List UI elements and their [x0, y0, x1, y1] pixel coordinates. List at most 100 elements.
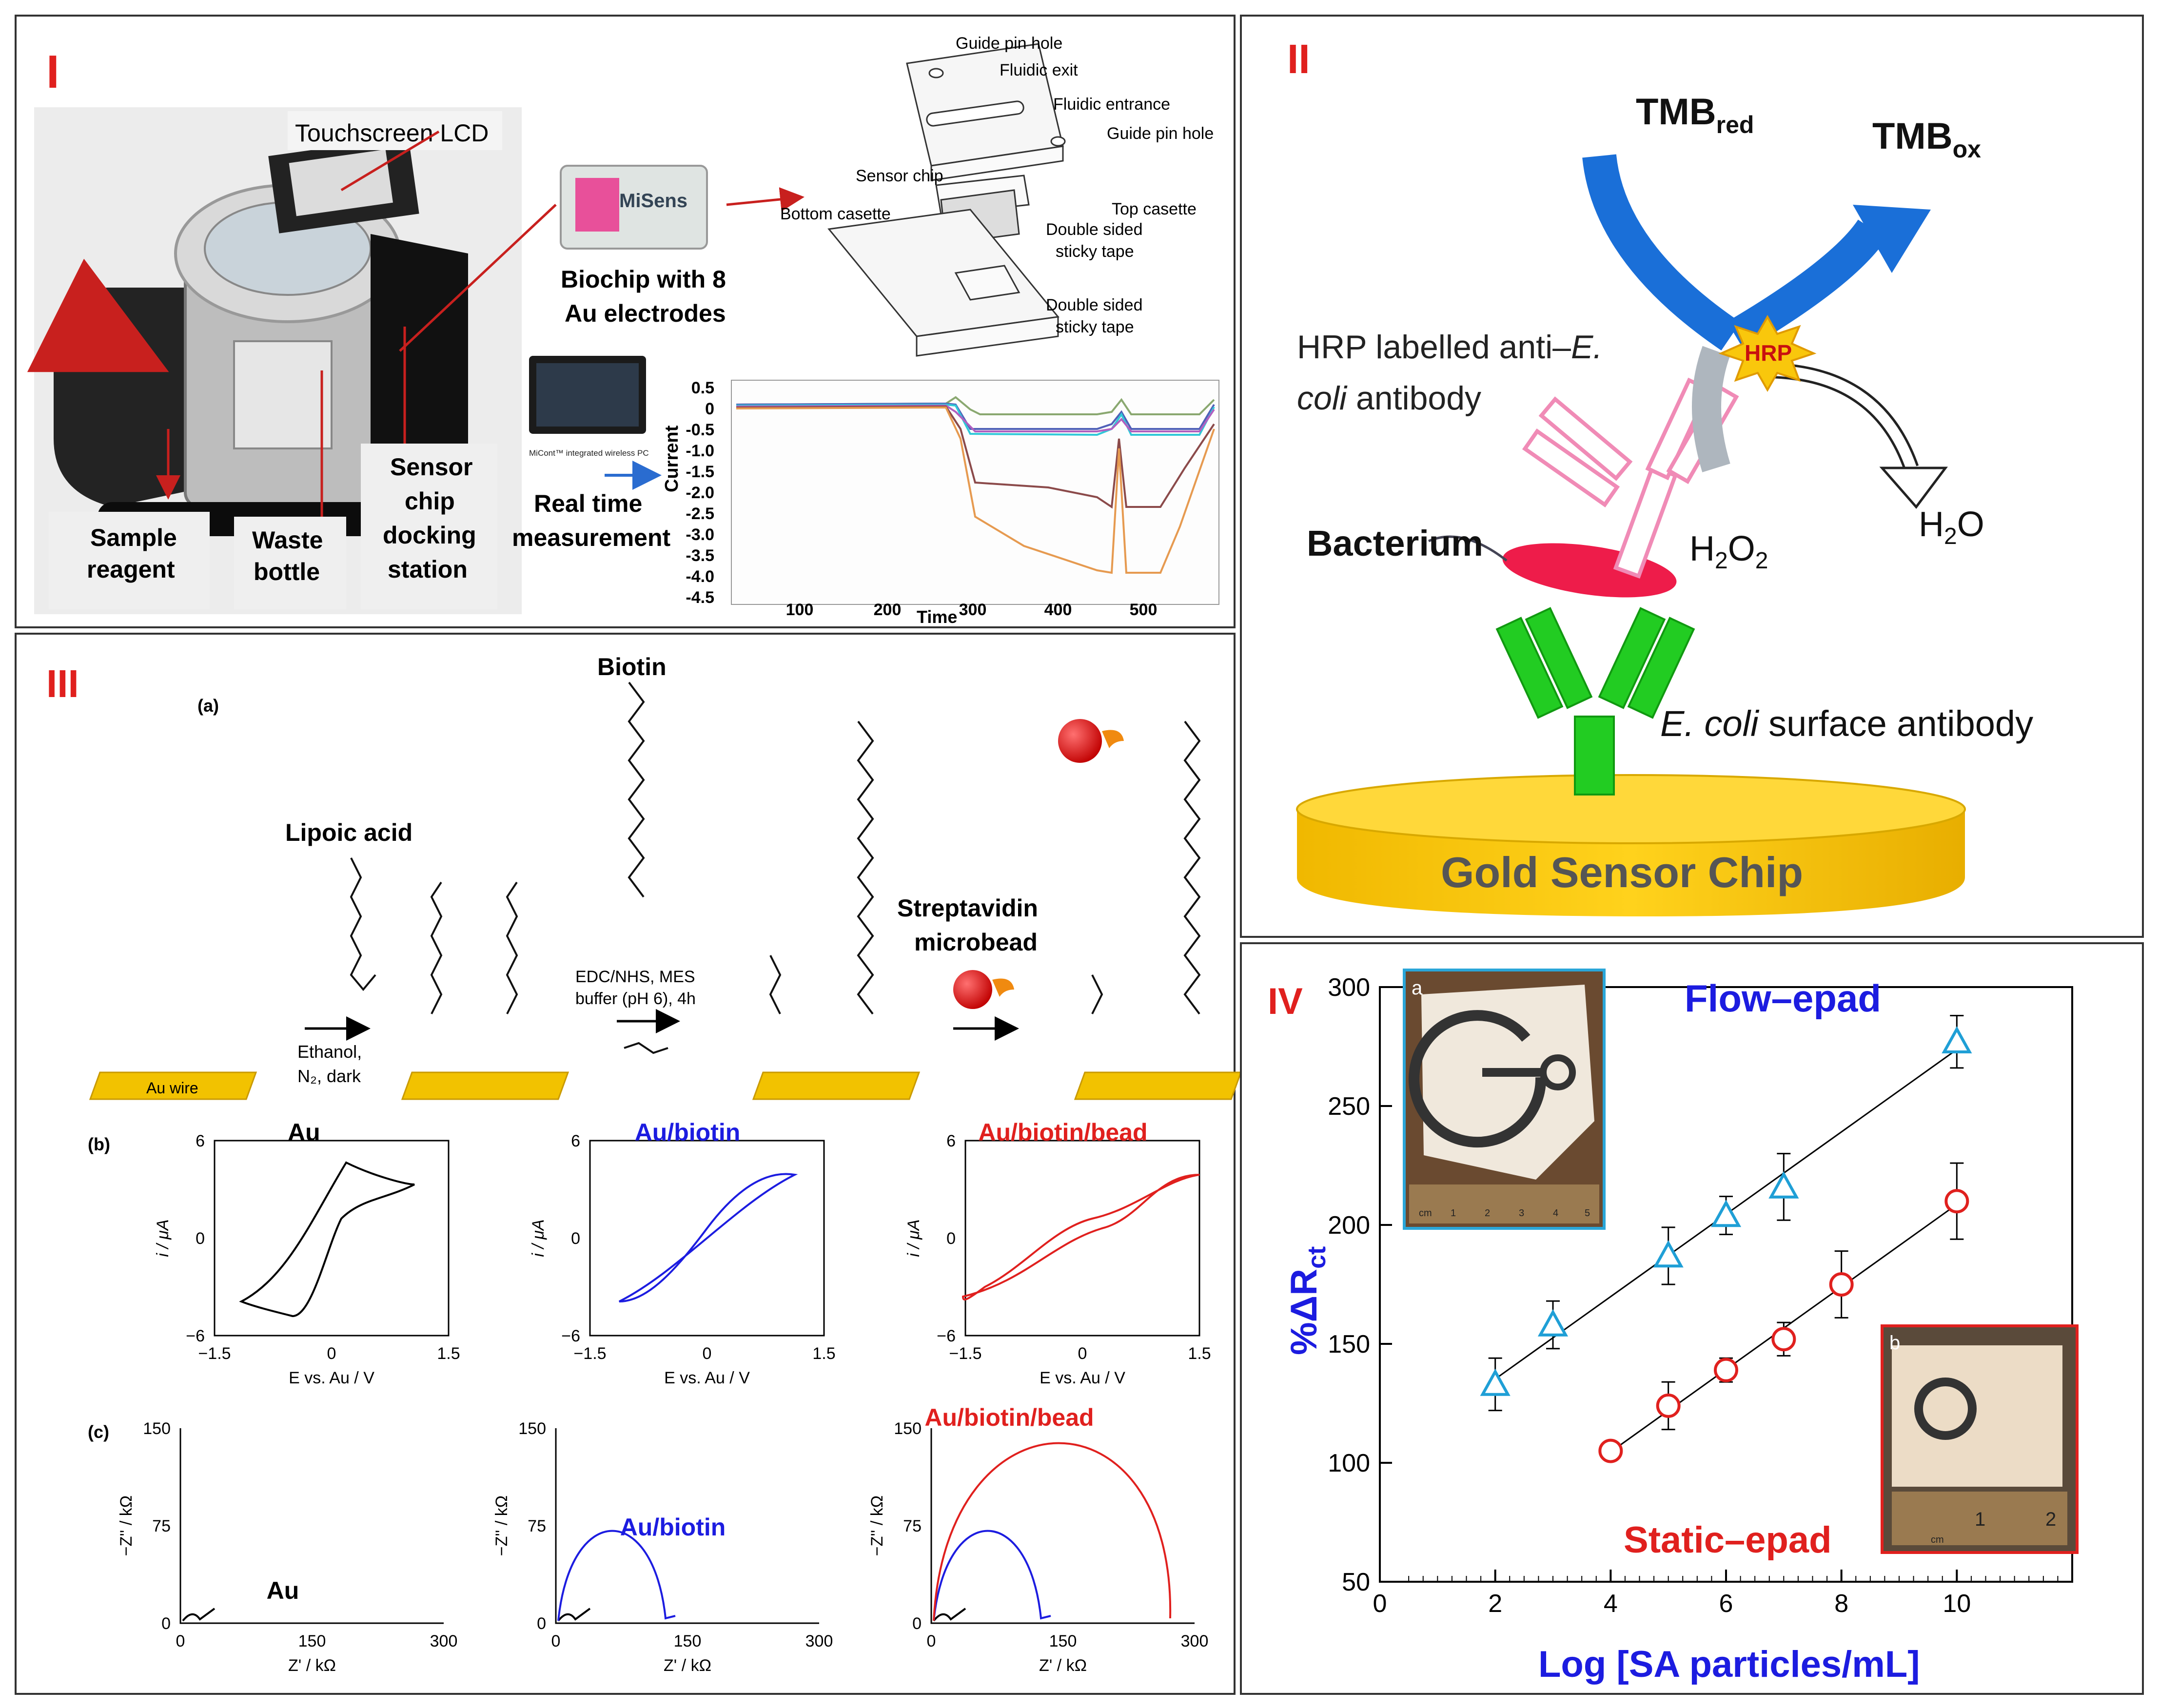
current-traces: [736, 396, 1215, 574]
eis-title: Au: [267, 1577, 299, 1604]
iv-point-flow: [1942, 1026, 1972, 1054]
cv-y-label: i / μA: [904, 1219, 923, 1257]
eis-x-tick: 0: [927, 1632, 936, 1650]
eis-y-tick: 0: [537, 1614, 546, 1633]
docking-label-1: Sensor: [390, 453, 473, 481]
hrp-antibody-label-1: HRP labelled anti–E.: [1297, 329, 1602, 366]
device-left-door: [54, 288, 205, 507]
tape-2-label-2: sticky tape: [1056, 318, 1134, 336]
eis-y-tick: 75: [528, 1517, 546, 1535]
fluidic-exit-label: Fluidic exit: [1000, 61, 1078, 79]
iv-x-tick: 2: [1488, 1590, 1502, 1618]
current-x-tick: 400: [1044, 601, 1072, 619]
inset-b-ruler-2: 2: [2045, 1509, 2056, 1530]
trace-cyan: [736, 403, 1215, 436]
sensor-chip-label: Sensor chip: [856, 167, 943, 185]
iv-y-tick: 50: [1342, 1568, 1370, 1596]
iv-x-tick: 0: [1373, 1590, 1387, 1618]
lipoic-chain-2: [506, 881, 518, 1014]
biochip-label-1: Biochip with 8: [561, 266, 726, 293]
eis-x-tick: 150: [298, 1632, 326, 1650]
cv-x-tick: 0: [327, 1344, 336, 1363]
iv-point-static: [1944, 1189, 1969, 1214]
eis-x-tick: 300: [430, 1632, 458, 1650]
eis-y-label: −Z'' / kΩ: [492, 1495, 511, 1556]
eis-x-tick: 150: [1049, 1632, 1077, 1650]
panel-IV-frame: [1240, 942, 2144, 1695]
touchscreen-label-bg: [288, 111, 502, 150]
biotin-molecule: [628, 681, 645, 898]
iv-point-flow: [1653, 1240, 1684, 1268]
tape-1-label-1: Double sided: [1046, 220, 1142, 239]
current-x-tick: 300: [959, 601, 987, 619]
iv-point-static: [1656, 1393, 1681, 1418]
cv-y-label: i / μA: [529, 1219, 548, 1257]
tape-1-label-2: sticky tape: [1056, 242, 1134, 261]
eis-x-tick: 150: [674, 1632, 702, 1650]
device-screen-display: [289, 149, 393, 216]
current-y-tick: 0: [705, 400, 714, 418]
au-wire-2: [401, 1071, 569, 1100]
eis-x-label: Z' / kΩ: [664, 1656, 711, 1675]
biochip-pink: [575, 178, 619, 232]
antibody-arm-right-2: [1627, 617, 1695, 719]
eis-y-tick: 75: [152, 1517, 171, 1535]
biochip-pointer: [399, 204, 557, 352]
eis-y-tick: 150: [518, 1419, 546, 1438]
cv-x-tick: −1.5: [198, 1344, 231, 1363]
cv-y-tick: −6: [186, 1327, 205, 1345]
surface-antibody-label: E. coli surface antibody: [1660, 703, 2033, 744]
docking-label-3: docking: [383, 522, 476, 549]
au-wire-label: Au wire: [146, 1079, 198, 1097]
docking-label-4: station: [388, 556, 468, 583]
cv-y-tick: 6: [571, 1132, 580, 1150]
cv-x-tick: −1.5: [949, 1344, 981, 1363]
surface-antibody: [1495, 607, 1695, 796]
realtime-label-1: Real time: [534, 490, 642, 517]
current-x-tick: 100: [786, 601, 814, 619]
biotinylated-chain-2: [1183, 720, 1201, 1015]
eis-y-tick: 75: [903, 1517, 922, 1535]
current-time-plot: Current 0.50-0.5-1.0-1.5-2.0-2.5-3.0-3.5…: [662, 379, 1219, 627]
eis-curve-biotin: [557, 1530, 676, 1621]
eis-curve-au: [557, 1608, 591, 1622]
h2o-label: H2O: [1919, 505, 1984, 549]
iv-y-tick: 250: [1328, 1092, 1370, 1121]
h2o2-arrow: [1692, 346, 1730, 472]
eis-title: Au/biotin: [620, 1514, 726, 1541]
current-y-tick: -4.0: [686, 567, 714, 586]
current-x-tick: 500: [1130, 601, 1158, 619]
step-1-label-2: N₂, dark: [297, 1066, 361, 1086]
cv-y-tick: 6: [946, 1132, 956, 1150]
iv-y-tick: 200: [1328, 1211, 1370, 1240]
guide-hole-1: [928, 68, 944, 78]
inset-a-small-electrode: [1540, 1054, 1576, 1090]
ethanolamine-molecule: [624, 1042, 668, 1054]
top-casette-side: [930, 145, 1064, 181]
cv-y-tick: −6: [561, 1327, 580, 1345]
inset-a-electrode: [1409, 1010, 1547, 1148]
inset-a: a cm 1 2 3 4 5: [1403, 969, 1606, 1230]
rotate-arrow: [27, 258, 169, 372]
au-wire-4: [1074, 1071, 1242, 1100]
eis-curve-au: [933, 1608, 966, 1622]
eis-x-label: Z' / kΩ: [288, 1656, 336, 1675]
hrp-antibody-arm-2: [1538, 396, 1633, 481]
biotinylated-chain-1: [857, 720, 874, 1015]
sub-a-label: (a): [197, 696, 219, 716]
iv-x-tick: 10: [1943, 1590, 1971, 1618]
current-x-tick: 200: [874, 601, 902, 619]
fluidic-entrance-label: Fluidic entrance: [1053, 95, 1170, 114]
step-2-label-2: buffer (pH 6), 4h: [575, 990, 696, 1008]
waste-label-bg: [234, 517, 346, 609]
current-y-tick: 0.5: [691, 379, 714, 397]
biochip-label-2: Au electrodes: [565, 300, 726, 327]
cv-x-label: E vs. Au / V: [289, 1369, 374, 1387]
iv-y-tick: 300: [1328, 973, 1370, 1002]
current-y-tick: -3.5: [686, 546, 714, 565]
panel-III: III (a) Biotin Lipoic acid Streptavidin …: [15, 633, 1242, 1695]
